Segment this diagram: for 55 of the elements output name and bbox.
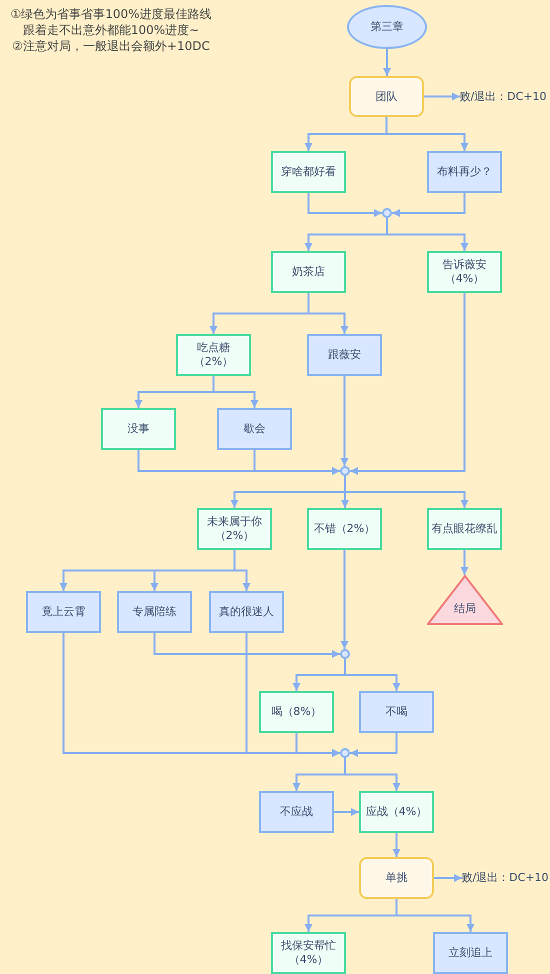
choice-box	[359, 691, 434, 733]
node-label: 未来属于你（2%）	[206, 515, 263, 543]
junction-circle	[340, 748, 350, 758]
best-choice-box	[259, 691, 334, 733]
node-label: 单挑	[386, 871, 408, 885]
best-choice-box	[271, 151, 346, 193]
choice-box	[259, 791, 334, 833]
best-choice-box	[271, 932, 346, 974]
choice-box	[26, 591, 101, 633]
best-choice-box	[427, 508, 502, 550]
choice-box	[117, 591, 192, 633]
node-label: 不应战	[280, 805, 313, 819]
junction-circle	[340, 466, 350, 476]
node-label: 结局	[454, 602, 476, 616]
node-label: 有点眼花缭乱	[432, 522, 498, 536]
best-choice-box	[101, 408, 176, 450]
junction-circle	[340, 649, 350, 659]
node-label: 竟上云霄	[42, 605, 86, 619]
node-label: 喝（8%）	[271, 705, 322, 719]
choice-box	[217, 408, 292, 450]
node-label: 不错（2%）	[314, 522, 376, 536]
node-label: 真的很迷人	[219, 605, 274, 619]
note-text: ②注意对局，一般退出会额外+10DC	[11, 38, 211, 54]
node-label: 歇会	[244, 422, 266, 436]
choice-box	[307, 334, 382, 376]
junction-circle	[382, 208, 392, 218]
node-label: 告诉薇安（4%）	[442, 258, 488, 286]
node-label: 第三章	[370, 20, 404, 34]
node-label: 跟薇安	[328, 348, 361, 362]
node-label: 穿啥都好看	[281, 165, 336, 179]
node-label: 没事	[128, 422, 150, 436]
node-label: 找保安帮忙（4%）	[280, 939, 337, 967]
node-label: 团队	[376, 90, 398, 104]
battle-box	[359, 857, 434, 899]
battle-box	[349, 76, 424, 117]
best-choice-box	[271, 251, 346, 293]
choice-box	[209, 591, 284, 633]
choice-box	[427, 151, 502, 193]
choice-box	[433, 932, 508, 974]
note-text: ①绿色为省事省事100%进度最佳路线跟着走不出意外都能100%进度~	[9, 6, 213, 38]
best-choice-box	[427, 251, 502, 293]
ending-triangle	[427, 575, 503, 625]
outcome-text: 败/退出：DC+10	[461, 871, 549, 885]
best-choice-box	[359, 791, 434, 833]
node-label: 应战（4%）	[366, 805, 428, 819]
node-label: 专属陪练	[132, 605, 176, 619]
node-label: 吃点糖（2%）	[192, 341, 234, 369]
best-choice-box	[176, 334, 251, 376]
best-choice-box	[197, 508, 272, 550]
node-label: 立刻追上	[448, 946, 492, 960]
node-label: 布料再少？	[437, 165, 492, 179]
node-label: 奶茶店	[292, 265, 325, 279]
best-choice-box	[307, 508, 382, 550]
outcome-text: 败/退出：DC+10	[459, 90, 547, 104]
node-label: 不喝	[386, 705, 408, 719]
